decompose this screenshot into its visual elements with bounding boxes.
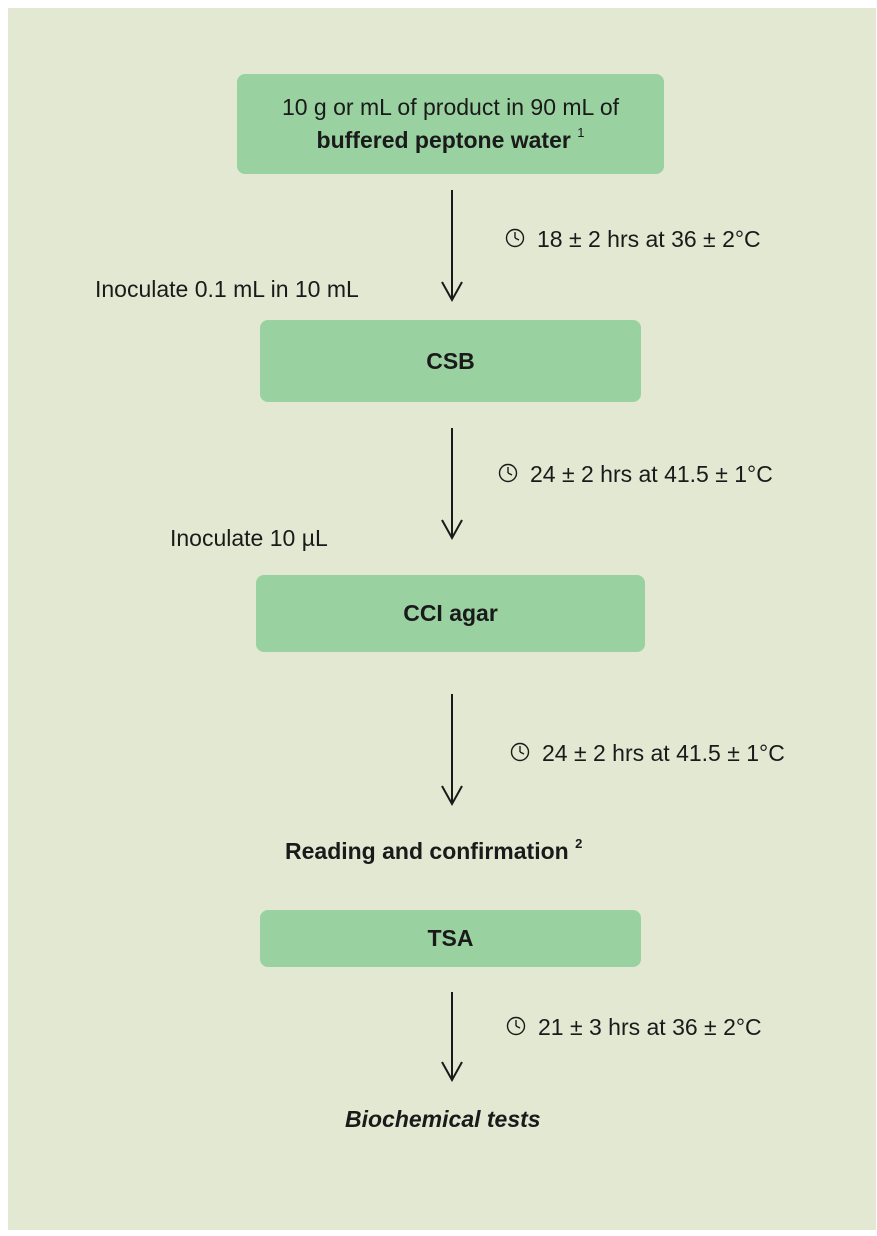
clock-icon <box>506 1016 526 1036</box>
clock-icon <box>510 742 530 762</box>
step-text-line1: 10 g or mL of product in 90 mL of <box>281 94 620 120</box>
footnote-ref-2: 2 <box>575 836 583 851</box>
clock-icon <box>498 463 518 483</box>
down-arrow-icon <box>441 428 463 541</box>
final-step-label: Biochemical tests <box>345 1106 541 1132</box>
reading-label-text: Reading and confirmation <box>285 838 569 864</box>
inoculation-text: Inoculate 0.1 mL in 10 mL <box>95 276 359 302</box>
reading-confirmation-label: Reading and confirmation 2 <box>285 836 583 865</box>
down-arrow-icon <box>441 694 463 807</box>
step-box-cci-agar: CCI agar <box>256 575 645 652</box>
footnote-ref-1: 1 <box>577 125 585 140</box>
step-text-medium: buffered peptone water <box>316 127 571 153</box>
step-box-product: 10 g or mL of product in 90 mL of buffer… <box>237 74 664 174</box>
step-text-line2: buffered peptone water 1 <box>316 125 585 154</box>
step-box-csb: CSB <box>260 320 641 402</box>
incubation-text: 21 ± 3 hrs at 36 ± 2°C <box>538 1014 762 1040</box>
clock-icon <box>505 228 525 248</box>
incubation-text: 18 ± 2 hrs at 36 ± 2°C <box>537 226 761 252</box>
down-arrow-icon <box>441 992 463 1082</box>
incubation-text: 24 ± 2 hrs at 41.5 ± 1°C <box>530 461 773 487</box>
down-arrow-icon <box>441 190 463 303</box>
incubation-text: 24 ± 2 hrs at 41.5 ± 1°C <box>542 740 785 766</box>
inoculation-text: Inoculate 10 µL <box>170 525 328 551</box>
step-box-tsa: TSA <box>260 910 641 967</box>
